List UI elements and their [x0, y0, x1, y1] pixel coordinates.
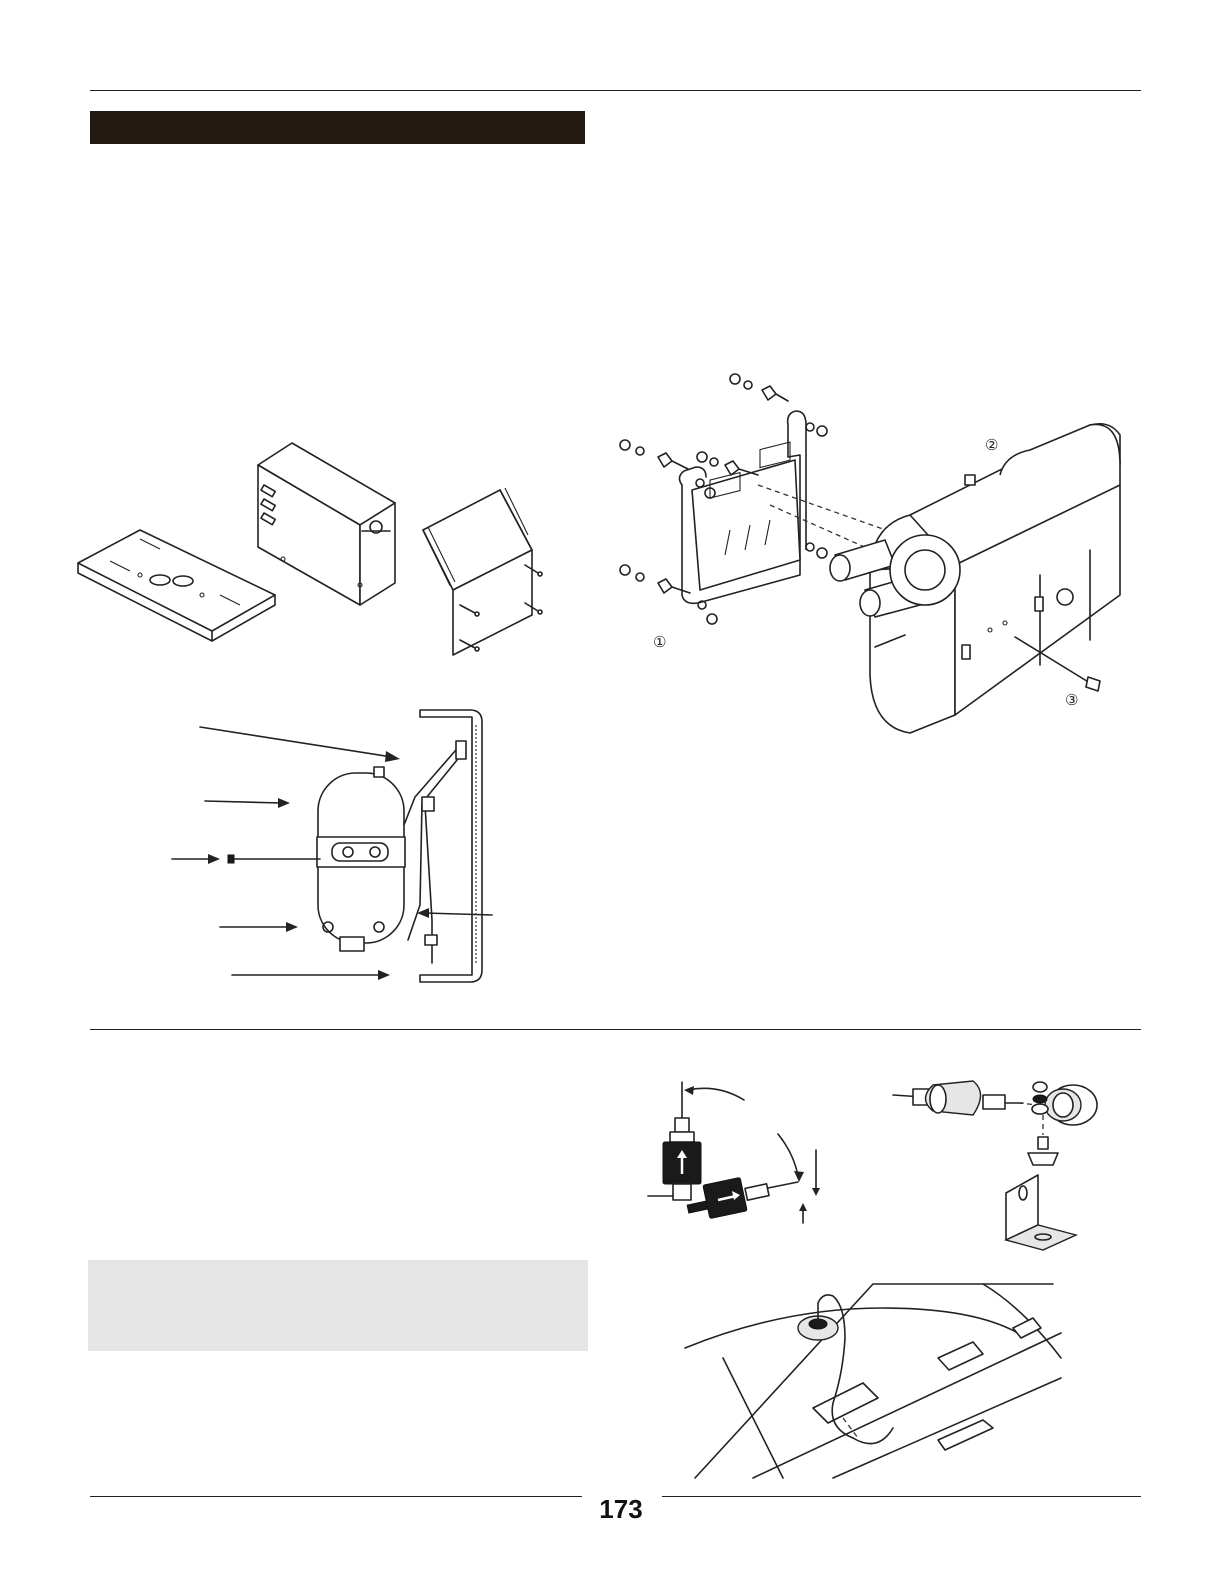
callout-2: ② — [985, 436, 998, 454]
callout-1: ① — [653, 633, 666, 651]
fuel-pump-bracket-illustration — [892, 1080, 1098, 1251]
wall-mount-section-illustration — [171, 709, 493, 983]
page-number: 173 — [599, 1494, 643, 1524]
fuel-tank-pickup-illustration — [684, 1283, 1062, 1479]
callout-3: ③ — [1065, 691, 1078, 709]
note-box — [88, 1260, 588, 1351]
top-rule — [90, 90, 1141, 91]
footer-rule-left — [90, 1496, 582, 1497]
footer-rule-right — [662, 1496, 1141, 1497]
mounting-kit-illustration — [77, 442, 543, 656]
heater-exploded-view-illustration: ① ② ③ — [619, 373, 1121, 734]
fuel-pump-orientation-illustration — [647, 1081, 820, 1224]
section-title-bar — [90, 111, 585, 144]
mid-rule — [90, 1029, 1141, 1030]
